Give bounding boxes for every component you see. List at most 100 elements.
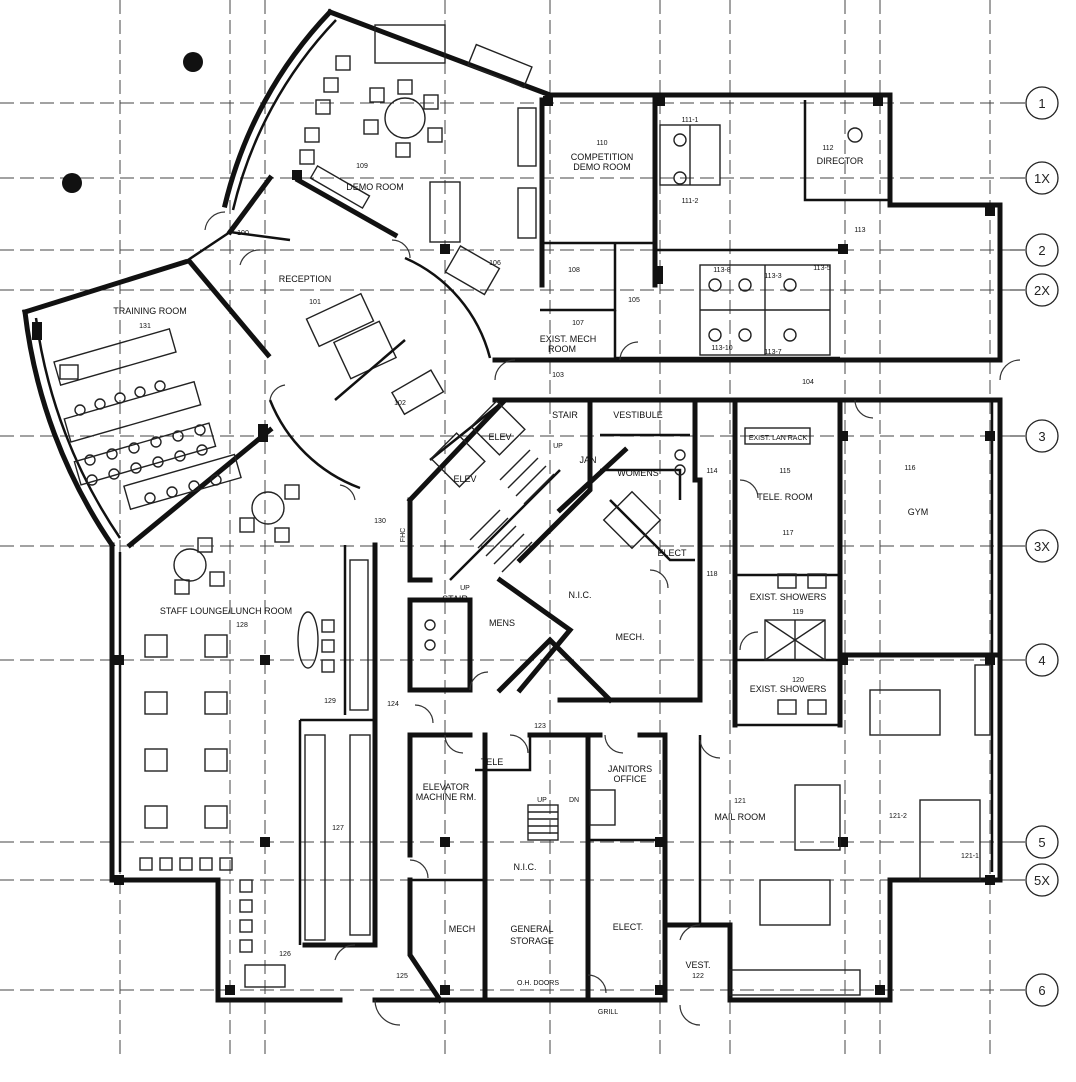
- grid-bubble-4: 4: [1010, 643, 1059, 677]
- room-number-113-8: 113-8: [713, 267, 730, 274]
- label-elevator-machine-2: MACHINE RM.: [416, 792, 477, 802]
- label-tele-room: TELE. ROOM: [757, 492, 813, 502]
- label-elev-b: ELEV: [453, 474, 476, 484]
- room-number-121-2: 121-2: [889, 813, 907, 820]
- label-mens: MENS: [489, 618, 515, 628]
- label-janitors-2: OFFICE: [614, 774, 647, 784]
- label-up-2: UP: [460, 585, 470, 592]
- label-121: 121: [734, 798, 746, 805]
- label-elev-a: ELEV: [488, 432, 511, 442]
- furniture: [53, 24, 991, 996]
- label-131: 131: [139, 323, 151, 330]
- label-dn: DN: [569, 797, 579, 804]
- label-exist-mech-1: EXIST. MECH: [540, 334, 597, 344]
- label-mech-low: MECH: [449, 924, 476, 934]
- label-elect-low: ELECT.: [613, 922, 644, 932]
- label-128: 128: [236, 622, 248, 629]
- label-122: 122: [692, 973, 704, 980]
- room-number-105: 105: [628, 297, 640, 304]
- label-107: 107: [572, 320, 584, 327]
- label-womens: WOMENS: [617, 468, 659, 478]
- label-staff-lounge: STAFF LOUNGE/LUNCH ROOM: [160, 606, 292, 616]
- label-reception: RECEPTION: [279, 274, 332, 284]
- room-number-111-2: 111-2: [682, 198, 699, 205]
- label-training-room: TRAINING ROOM: [113, 306, 187, 316]
- label-109: 109: [356, 163, 368, 170]
- room-number-113: 113: [854, 227, 865, 234]
- grid-bubble-label: 2: [1038, 243, 1045, 258]
- room-number-114: 114: [706, 468, 717, 475]
- room-number-116: 116: [904, 465, 915, 472]
- grid-bubble-label: 5: [1038, 835, 1045, 850]
- grid-bubble-label: 6: [1038, 983, 1045, 998]
- label-elect-mid: ELECT: [657, 548, 687, 558]
- grid-bubble-label: 1X: [1034, 171, 1050, 186]
- room-labels: DEMO ROOM 109 COMPETITION DEMO ROOM 110 …: [113, 140, 928, 1016]
- door-swings: [204, 211, 1021, 1026]
- room-number-129: 129: [324, 698, 336, 705]
- room-number-121-1: 121-1: [961, 853, 979, 860]
- room-number-117: 117: [782, 530, 793, 537]
- label-110: 110: [596, 140, 607, 147]
- grid-bubble-2x: 2X: [1010, 273, 1059, 307]
- label-stair-bottom: STAIR: [442, 594, 468, 604]
- label-exist-mech-2: ROOM: [548, 344, 576, 354]
- room-number-123: 123: [534, 723, 546, 730]
- room-number-113-7: 113-7: [764, 349, 781, 356]
- room-number-125: 125: [396, 973, 408, 980]
- label-vest: VEST.: [685, 960, 710, 970]
- room-number-126: 126: [279, 951, 291, 958]
- label-general-storage-2: STORAGE: [510, 936, 554, 946]
- label-director: DIRECTOR: [817, 156, 864, 166]
- label-up-3: UP: [537, 797, 547, 804]
- grid-bubble-label: 2X: [1034, 283, 1050, 298]
- room-number-108: 108: [568, 267, 580, 274]
- grid-bubble-label: 5X: [1034, 873, 1050, 888]
- label-exist-showers-a: EXIST. SHOWERS: [750, 592, 827, 602]
- room-number-130: 130: [374, 518, 386, 525]
- grid-bubble-label: 3X: [1034, 539, 1050, 554]
- room-number-124: 124: [387, 701, 399, 708]
- label-tele-small: TELE: [481, 757, 504, 767]
- label-janitors-1: JANITORS: [608, 764, 652, 774]
- label-gym: GYM: [908, 507, 929, 517]
- grid-bubble-1: 1: [1010, 86, 1059, 120]
- grid-bubble-1x: 1X: [1010, 161, 1059, 195]
- label-mail-room: MAIL ROOM: [714, 812, 765, 822]
- room-number-100: 100: [237, 230, 249, 237]
- label-oh-doors: O.H. DOORS: [517, 980, 559, 987]
- label-elevator-machine-1: ELEVATOR: [423, 782, 470, 792]
- room-number-119: 119: [792, 609, 803, 616]
- structural-columns: [32, 52, 995, 995]
- label-nic-mid: N.I.C.: [568, 590, 591, 600]
- label-stair-top: STAIR: [552, 410, 578, 420]
- interior-walls: [126, 97, 1003, 1004]
- room-number-127: 127: [332, 825, 344, 832]
- label-vestibule: VESTIBULE: [613, 410, 663, 420]
- room-number-115: 115: [779, 468, 790, 475]
- room-number-tags: 100 102 103 104 105 106 108 111-1 111-2 …: [237, 117, 979, 980]
- label-mech-mid: MECH.: [616, 632, 645, 642]
- grid-bubble-label: 1: [1038, 96, 1045, 111]
- label-112: 112: [822, 145, 833, 152]
- room-number-113-3: 113-3: [764, 273, 781, 280]
- room-number-113-10: 113-10: [711, 345, 732, 352]
- grid-bubble-5: 5: [1010, 825, 1059, 859]
- label-competition-1: COMPETITION: [571, 152, 634, 162]
- label-general-storage-1: GENERAL: [510, 924, 553, 934]
- label-nic-low: N.I.C.: [513, 862, 536, 872]
- exterior-walls: [21, 8, 1003, 1003]
- grid-bubble-2: 2: [1010, 233, 1059, 267]
- room-number-103: 103: [552, 372, 564, 379]
- label-grill: GRILL: [598, 1009, 618, 1016]
- label-jan: JAN: [579, 455, 596, 465]
- grid-bubble-6: 6: [1010, 973, 1059, 1007]
- grid-bubble-3x: 3X: [1010, 529, 1059, 563]
- room-number-111-1: 111-1: [682, 117, 699, 124]
- label-exist-showers-b: EXIST. SHOWERS: [750, 684, 827, 694]
- grid-bubble-5x: 5X: [1010, 863, 1059, 897]
- label-exist-lan-rack: EXIST. LAN RACK: [749, 435, 808, 442]
- label-up-1: UP: [553, 443, 563, 450]
- room-number-102: 102: [394, 400, 406, 407]
